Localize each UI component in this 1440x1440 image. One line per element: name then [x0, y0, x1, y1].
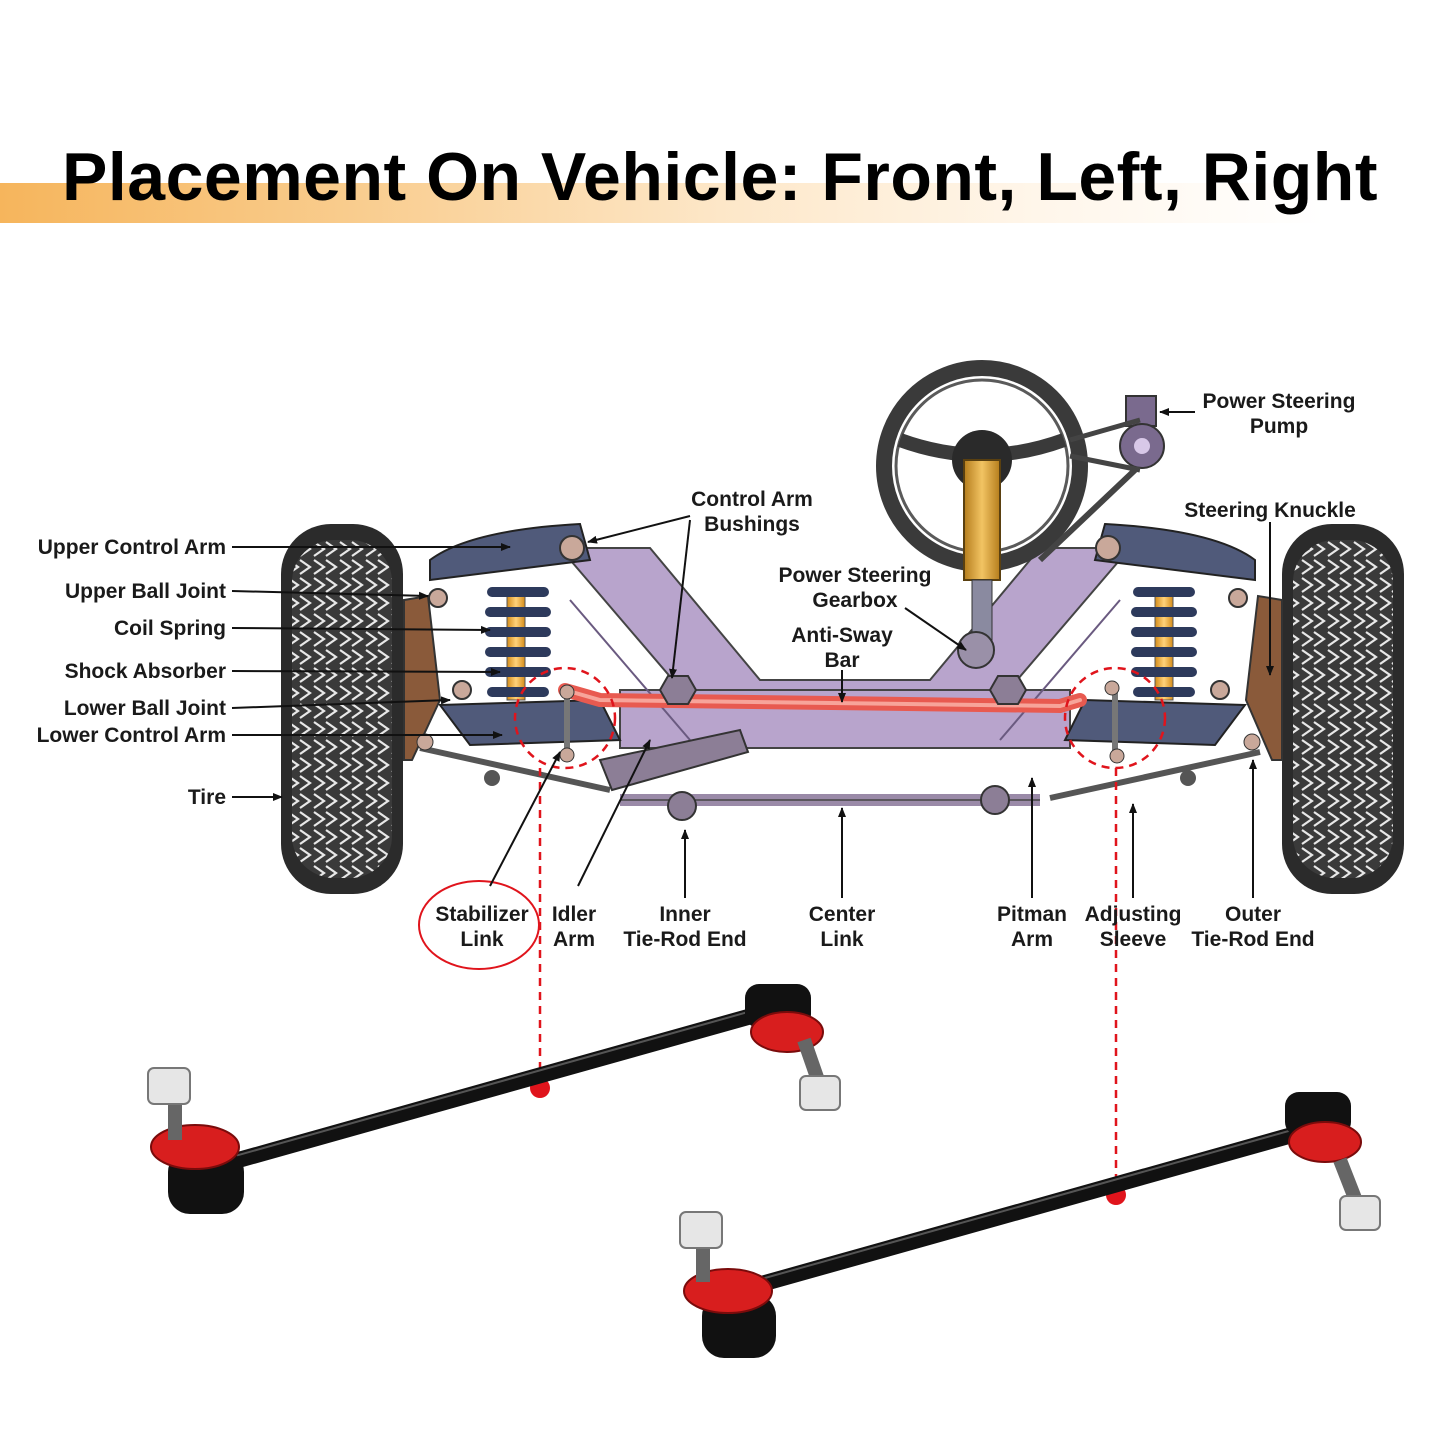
label-anti-sway-1: Anti-Sway [791, 624, 893, 647]
upper-control-arms [429, 522, 1256, 582]
label-shock-absorber: Shock Absorber [65, 660, 226, 683]
label-idler-2: Arm [553, 928, 595, 951]
label-ps-pump-2: Pump [1250, 415, 1308, 438]
label-adjusting-2: Sleeve [1100, 928, 1167, 951]
highlight-circle-left [513, 666, 617, 770]
label-ps-gearbox-1: Power Steering [779, 564, 932, 587]
frame-bushings [658, 675, 1028, 705]
label-center-1: Center [809, 903, 876, 926]
coil-spring-left [485, 587, 551, 701]
stabilizer-link-product-2 [679, 1092, 1381, 1358]
label-lower-control-arm: Lower Control Arm [37, 724, 226, 747]
label-ps-gearbox-2: Gearbox [812, 589, 898, 612]
label-pitman-1: Pitman [997, 903, 1067, 926]
tire-right [1282, 524, 1404, 894]
label-pitman-2: Arm [1011, 928, 1053, 951]
label-inner-tie-1: Inner [659, 903, 710, 926]
power-steering-pump [1037, 395, 1165, 563]
label-ps-pump-1: Power Steering [1203, 390, 1356, 413]
label-lower-ball-joint: Lower Ball Joint [64, 697, 226, 720]
label-stabilizer-2: Link [460, 928, 503, 951]
stabilizer-label-circle [418, 880, 540, 970]
label-stabilizer-1: Stabilizer [435, 903, 528, 926]
label-control-arm-bushings-1: Control Arm [691, 488, 813, 511]
label-outer-tie-1: Outer [1225, 903, 1281, 926]
page-title: Placement On Vehicle: Front, Left, Right [62, 139, 1378, 215]
label-steering-knuckle: Steering Knuckle [1184, 499, 1356, 522]
label-inner-tie-2: Tie-Rod End [623, 928, 746, 951]
stabilizer-link-product-1 [147, 984, 841, 1214]
steering-column [957, 459, 1001, 669]
label-idler-1: Idler [552, 903, 596, 926]
stabilizer-link-on-vehicle [559, 680, 1125, 764]
lower-control-arms [428, 588, 1248, 747]
label-adjusting-1: Adjusting [1085, 903, 1182, 926]
label-anti-sway-2: Bar [824, 649, 859, 672]
label-upper-control-arm: Upper Control Arm [38, 536, 226, 559]
label-upper-ball-joint: Upper Ball Joint [65, 580, 226, 603]
label-tire: Tire [188, 786, 226, 809]
leader-arrows [231, 408, 1274, 898]
highlight-circle-right [1063, 666, 1167, 770]
coil-spring-right [1131, 587, 1197, 701]
label-center-2: Link [820, 928, 863, 951]
title-banner-bar [0, 183, 1440, 223]
steering-linkage [416, 728, 1261, 821]
steering-knuckle-right [1244, 594, 1283, 761]
labels: Upper Control Arm Upper Ball Joint Coil … [37, 390, 1356, 951]
tire-left [281, 524, 403, 894]
label-control-arm-bushings-2: Bushings [704, 513, 800, 536]
label-coil-spring: Coil Spring [114, 617, 226, 640]
label-outer-tie-2: Tie-Rod End [1191, 928, 1314, 951]
